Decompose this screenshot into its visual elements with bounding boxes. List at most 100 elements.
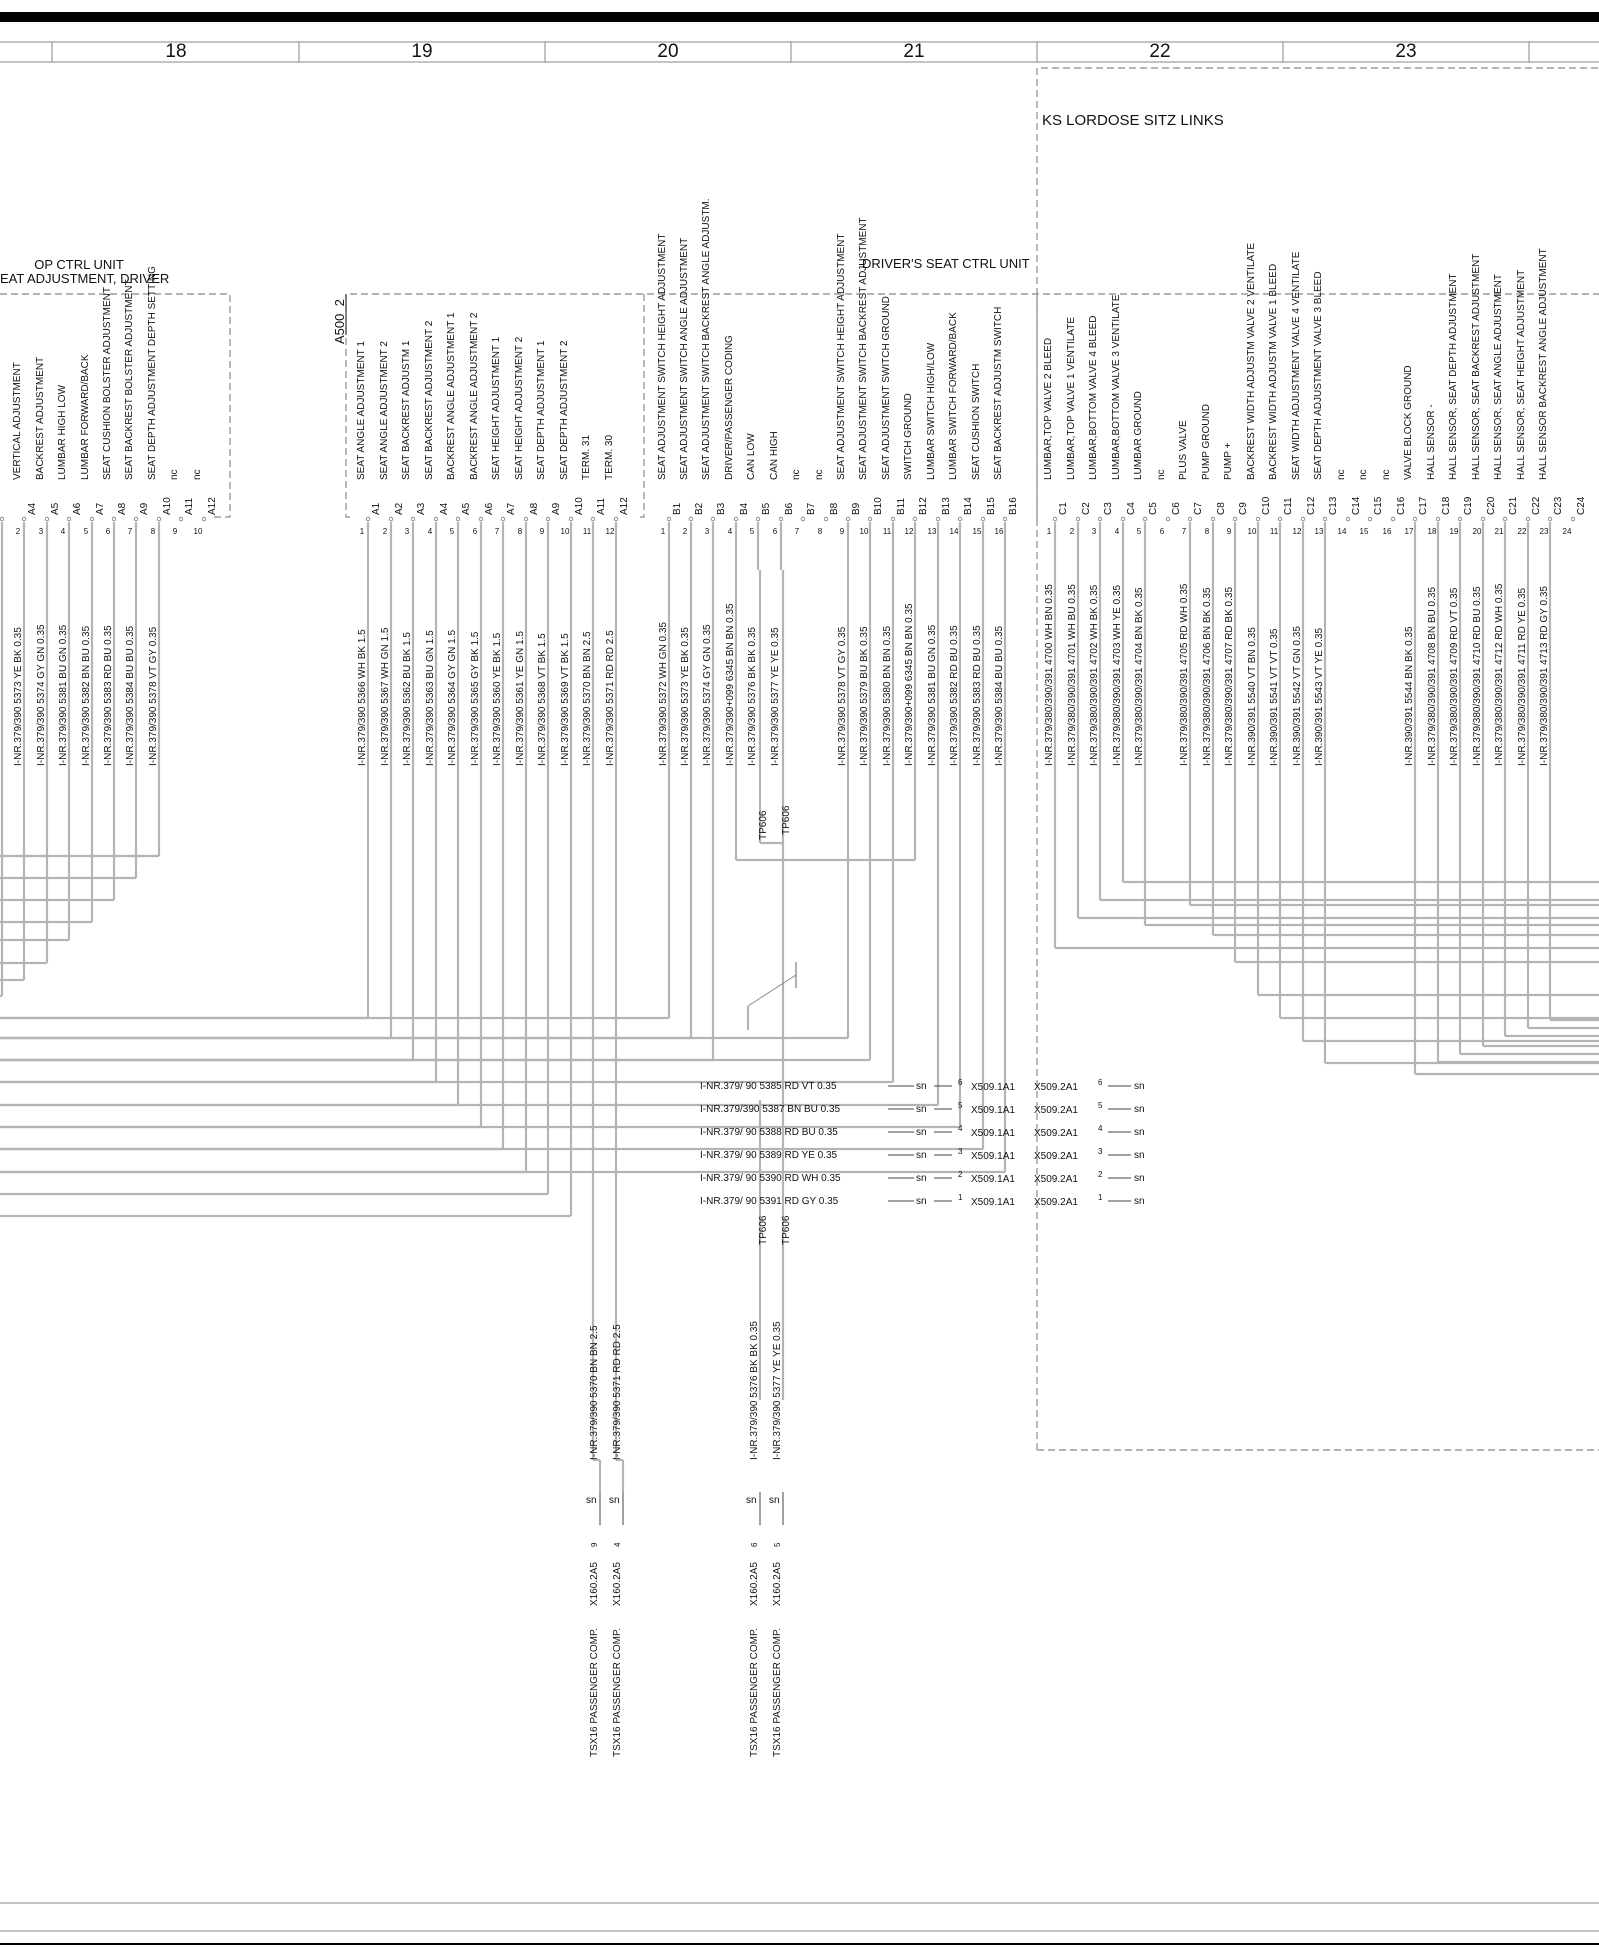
pin-number: 2 xyxy=(16,527,21,536)
sn-label: sn xyxy=(746,1495,757,1506)
tp606-label-4: TP606 xyxy=(781,1215,792,1245)
x509-left-connector: X509.1A1 xyxy=(971,1082,1015,1093)
x509-wire-label: I-NR.379/ 90 5385 RD VT 0.35 xyxy=(700,1081,837,1092)
bottom-wire-label: I-NR.379/390 5376 BK BK 0.35 xyxy=(749,1321,760,1460)
pin-function-label: HALL SENSOR, SEAT DEPTH ADJUSTMENT xyxy=(1448,273,1459,480)
pin-number: 1 xyxy=(661,527,666,536)
wire-id-label: I-NR.379/390 5373 YE BK 0.35 xyxy=(13,627,24,766)
wire-id-label: I-NR.379/390 5361 YE GN 1.5 xyxy=(515,631,526,766)
pin-socket-icon xyxy=(867,516,873,522)
pin-socket-icon xyxy=(935,516,941,522)
pin-number: 23 xyxy=(1540,527,1549,536)
pin-number: 22 xyxy=(1518,527,1527,536)
x509-right-connector: X509.2A1 xyxy=(1034,1174,1078,1185)
sn-label: sn xyxy=(916,1196,927,1207)
wire-id-label: I-NR.379/390 5372 WH GN 0.35 xyxy=(658,622,669,766)
wire-id-label: I-NR.379/390 5365 GY BK 1.5 xyxy=(470,631,481,766)
pin-socket-icon xyxy=(1210,516,1216,522)
pin-number: 3 xyxy=(405,527,410,536)
bottom-pin-number: 5 xyxy=(773,1542,782,1547)
wire-id-label: I-NR.379/390 5366 WH BK 1.5 xyxy=(357,629,368,766)
pin-number: 3 xyxy=(1092,527,1097,536)
pin-function-label: HALL SENSOR, SEAT ANGLE ADJUSTMENT xyxy=(1493,274,1504,480)
sn-label: sn xyxy=(1134,1173,1145,1184)
pin-id: A10 xyxy=(574,497,585,515)
pin-socket-icon xyxy=(523,516,529,522)
pin-socket-icon xyxy=(478,516,484,522)
wire-id-label: I-NR.379/380/390/391 4707 RD BK 0.35 xyxy=(1224,587,1235,766)
pin-function-label: SEAT CUSHION SWITCH xyxy=(971,364,982,480)
pin-number: 12 xyxy=(1293,527,1302,536)
op-ctrl-unit-box xyxy=(0,293,231,518)
pin-function-label: BACKREST ADJUSTMENT xyxy=(35,357,46,480)
pin-id: C8 xyxy=(1216,502,1227,515)
pin-function-label: SEAT CUSHION BOLSTER ADJUSTMENT xyxy=(102,287,113,480)
wire-id-label: I-NR.390/391 5540 VT BN 0.35 xyxy=(1247,627,1258,766)
pin-function-label: VALVE BLOCK GROUND xyxy=(1403,365,1414,480)
pin-number: 20 xyxy=(1473,527,1482,536)
pin-socket-icon xyxy=(133,516,139,522)
wire-id-label: I-NR.379/390 5380 BN BN 0.35 xyxy=(882,625,893,766)
pin-id: B10 xyxy=(873,497,884,515)
x509-pin-number: 4 xyxy=(958,1124,963,1133)
pin-number: 16 xyxy=(1383,527,1392,536)
pin-id: B1 xyxy=(672,502,683,515)
bottom-connector-label: X160.2A5 xyxy=(772,1562,783,1606)
pin-function-label: CAN HIGH xyxy=(769,431,780,480)
pin-function-label: SEAT BACKREST BOLSTER ADJUSTMENT xyxy=(124,279,135,480)
pin-number: 8 xyxy=(1205,527,1210,536)
pin-id: A6 xyxy=(72,502,83,515)
pin-id: A12 xyxy=(207,497,218,515)
pin-id: C5 xyxy=(1148,502,1159,515)
pin-id: B16 xyxy=(1008,497,1019,515)
column-number: 19 xyxy=(411,41,432,62)
pin-number: 5 xyxy=(750,527,755,536)
pin-function-label: SEAT ANGLE ADJUSTMENT 2 xyxy=(379,341,390,480)
pin-number: 11 xyxy=(583,527,592,536)
tp606-label-2: TP606 xyxy=(781,805,792,835)
x509-wire-label: I-NR.379/ 90 5391 RD GY 0.35 xyxy=(700,1196,839,1207)
pin-socket-icon xyxy=(1345,516,1351,522)
pin-function-label: LUMBAR,BOTTOM VALVE 3 VENTILATE xyxy=(1111,294,1122,480)
pin-function-label: LUMBAR FORWARD/BACK xyxy=(80,354,91,480)
pin-id: C18 xyxy=(1441,496,1452,515)
sn-label: sn xyxy=(916,1150,927,1161)
pin-socket-icon xyxy=(755,516,761,522)
pin-id: B12 xyxy=(918,497,929,515)
pin-function-label: nc xyxy=(169,469,180,480)
wire-id-label: I-NR.379/390 5376 BK BK 0.35 xyxy=(747,627,758,766)
pin-number: 4 xyxy=(1115,527,1120,536)
pin-function-label: SEAT ADJUSTMENT SWITCH GROUND xyxy=(881,296,892,480)
pin-function-label: SEAT DEPTH ADJUSTMENT DEPTH SETTING xyxy=(147,266,158,480)
sn-label: sn xyxy=(609,1495,620,1506)
pin-id: C19 xyxy=(1463,496,1474,515)
column-number: 23 xyxy=(1395,41,1416,62)
pin-number: 8 xyxy=(151,527,156,536)
x509-right-connector: X509.2A1 xyxy=(1034,1082,1078,1093)
pin-function-label: SEAT DEPTH ADJUSTMENT VALVE 3 BLEED xyxy=(1313,271,1324,480)
wire-id-label: I-NR.379/380/390/391 4703 WH YE 0.35 xyxy=(1112,585,1123,766)
pin-socket-icon xyxy=(545,516,551,522)
ks-lordose-title: KS LORDOSE SITZ LINKS xyxy=(1042,112,1224,129)
pin-id: A8 xyxy=(529,502,540,515)
pin-socket-icon xyxy=(823,516,829,522)
pin-socket-icon xyxy=(1165,516,1171,522)
pin-number: 5 xyxy=(1137,527,1142,536)
bottom-component-label: TSX16 PASSENGER COMP. xyxy=(772,1628,783,1757)
pin-id: A6 xyxy=(484,502,495,515)
x509-pin-number: 1 xyxy=(958,1193,963,1202)
column-number: 20 xyxy=(657,41,678,62)
pin-number: 17 xyxy=(1405,527,1414,536)
pin-number: 7 xyxy=(1182,527,1187,536)
wire-id-label: I-NR.379/390 5369 VT BK 1.5 xyxy=(560,633,571,766)
bottom-component-label: TSX16 PASSENGER COMP. xyxy=(589,1628,600,1757)
pin-socket-icon xyxy=(1052,516,1058,522)
pin-socket-icon xyxy=(1002,516,1008,522)
pin-id: C1 xyxy=(1058,502,1069,515)
sn-label: sn xyxy=(586,1495,597,1506)
pin-number: 12 xyxy=(905,527,914,536)
pin-socket-icon xyxy=(1142,516,1148,522)
pin-function-label: SEAT BACKREST ADJUSTM 1 xyxy=(401,340,412,480)
pin-number: 18 xyxy=(1428,527,1437,536)
pin-function-label: LUMBAR GROUND xyxy=(1133,391,1144,480)
